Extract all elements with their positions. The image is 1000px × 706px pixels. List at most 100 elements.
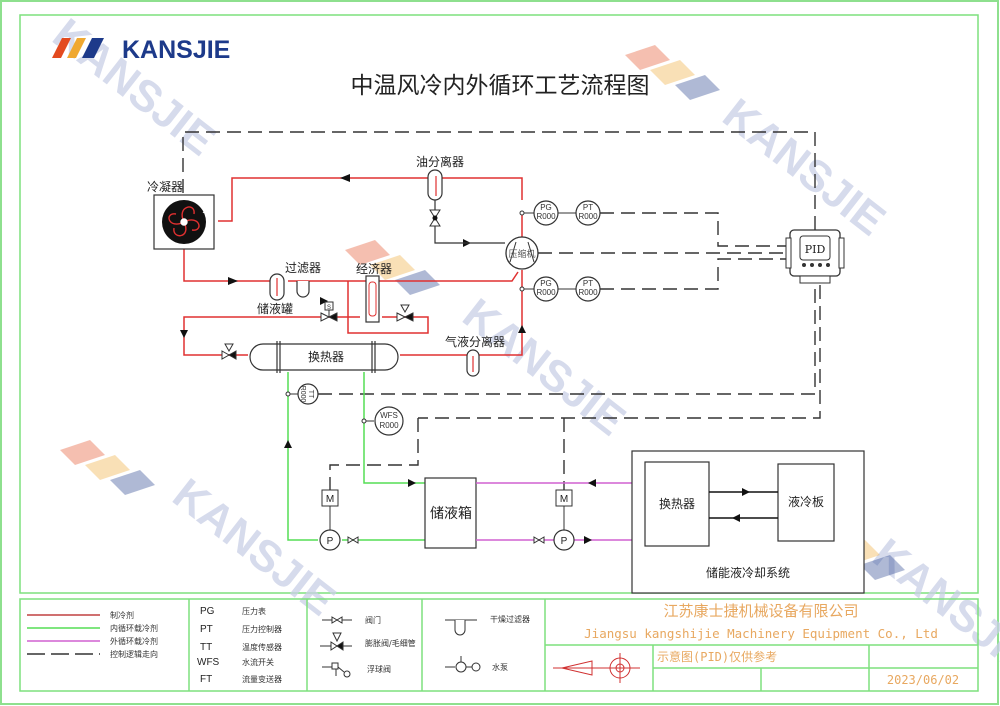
storage-system-title: 储能液冷却系统: [706, 565, 790, 580]
valve-icon[interactable]: [533, 536, 545, 544]
abbr-meaning: 流量变送器: [242, 674, 282, 684]
symbol-label: 阀门: [365, 615, 381, 625]
symbol-label: 干燥过滤器: [490, 614, 530, 624]
heat-exchanger-evaporator[interactable]: 换热器: [249, 341, 399, 373]
filter[interactable]: 过滤器: [285, 261, 321, 298]
condenser[interactable]: 冷凝器: [147, 179, 215, 250]
company-name-cn: 江苏康士捷机械设备有限公司: [663, 602, 858, 620]
abbr-meaning: 压力表: [242, 606, 266, 616]
pt-bottom-id: R000: [578, 288, 598, 297]
legend-abbreviations: PG 压力表 PT 压力控制器 TT 温度传感器 WFS 水流开关 FT 流量变…: [197, 606, 282, 685]
check-valve-icon: [429, 209, 441, 227]
symbol-label: 浮球阀: [367, 664, 391, 674]
inner-loop-supply: [363, 372, 425, 484]
title-block: 江苏康士捷机械设备有限公司 Jiangsu kangshijie Machine…: [553, 602, 959, 687]
abbr-code: PT: [200, 624, 213, 635]
system-heat-exchanger-label: 换热器: [659, 497, 695, 511]
legend-block: [19, 598, 979, 692]
symbol-label: 膨胀阀/毛细管: [365, 638, 416, 648]
control-lines: [182, 131, 821, 490]
refrigerant-line-liquid: [288, 271, 519, 282]
expansion-valve-economizer[interactable]: [396, 304, 414, 322]
logo-text: KANSJIE: [122, 36, 230, 64]
flow-arrow: [588, 479, 596, 487]
water-pump-icon: [445, 656, 481, 673]
pressure-transmitter-bottom[interactable]: PT R000: [575, 276, 601, 302]
storage-cooling-system[interactable]: 换热器 液冷板 储能液冷却系统: [631, 450, 865, 594]
pump-label: P: [561, 536, 568, 547]
watermark-text: KANSJIE: [164, 469, 344, 625]
wfs-id: R000: [379, 421, 399, 430]
logo-stripe-red: [52, 38, 71, 58]
legend-label-outer-loop: 外循环载冷剂: [110, 636, 158, 646]
storage-tank-label: 储液箱: [430, 506, 472, 522]
disclaimer-note: 示意图(PID)仅供参考: [657, 649, 777, 664]
pt-top-id: R000: [578, 212, 598, 221]
legend-label-control: 控制逻辑走向: [110, 649, 158, 659]
pid-label: PID: [805, 243, 826, 256]
gas-liquid-separator[interactable]: 气液分离器: [445, 334, 505, 377]
oil-separator-label: 油分离器: [416, 154, 464, 169]
control-line-pt-top: [600, 212, 790, 247]
valve-icon[interactable]: [347, 536, 359, 544]
solenoid-valve[interactable]: S: [320, 301, 338, 322]
abbr-code: FT: [200, 674, 212, 685]
pump-inner[interactable]: M P: [319, 489, 341, 551]
storage-tank[interactable]: 储液箱: [424, 477, 477, 549]
abbr-code: TT: [200, 642, 212, 653]
receiver-label: 储液罐: [257, 301, 293, 316]
expansion-valve-icon: [320, 632, 352, 651]
pg-top-id: R000: [536, 212, 556, 221]
abbr-meaning: 温度传感器: [242, 642, 282, 652]
pressure-transmitter-top[interactable]: PT R000: [575, 200, 601, 226]
pid-controller[interactable]: PID: [785, 229, 845, 284]
page-title: 中温风冷内外循环工艺流程图: [351, 73, 650, 99]
tt-id: R000: [299, 386, 306, 403]
control-line-wfs-pump1: [329, 418, 419, 490]
expansion-valve-hx[interactable]: [221, 343, 237, 360]
wfs-tag: WFS: [380, 411, 398, 420]
legend-label-refrigerant: 制冷剂: [110, 610, 134, 620]
motor-label: M: [560, 494, 568, 505]
pressure-gauge-bottom[interactable]: PG R000: [519, 276, 559, 302]
pg-bottom-tag: PG: [540, 279, 552, 288]
water-flow-switch[interactable]: WFS R000: [361, 406, 404, 436]
watermark-text: KANSJIE: [44, 9, 224, 165]
watermark-text: KANSJIE: [714, 89, 894, 245]
watermark-text: KANSJIE: [454, 289, 634, 445]
drawing-date: 2023/06/02: [887, 673, 959, 687]
pg-bottom-id: R000: [536, 288, 556, 297]
receiver-tank[interactable]: 储液罐: [257, 273, 293, 316]
compressor[interactable]: 压缩机: [505, 236, 539, 270]
cold-plate-label: 液冷板: [788, 494, 824, 509]
economizer[interactable]: 经济器: [356, 261, 392, 323]
dryer-filter-icon: [445, 619, 477, 636]
gas-liquid-separator-label: 气液分离器: [445, 334, 505, 349]
projection-symbol-icon: [553, 653, 640, 683]
abbr-code: PG: [200, 606, 215, 617]
fan-icon: [168, 206, 200, 237]
refrigerant-line-suction: [400, 270, 523, 356]
gate-valve-icon: [322, 616, 352, 624]
control-line-condenser-to-pid: [182, 131, 816, 230]
tt-tag: TT: [307, 390, 314, 399]
watermark-text: KANSJIE: [864, 529, 1000, 685]
pump-outer[interactable]: M P: [553, 489, 575, 551]
brand-logo: KANSJIE: [52, 36, 230, 64]
float-valve-icon: [322, 662, 351, 678]
logo-stripe-blue: [82, 38, 104, 58]
flow-arrow: [408, 479, 416, 487]
refrigerant-line-condenser-out: [183, 248, 270, 282]
company-name-en: Jiangsu kangshijie Machinery Equipment C…: [584, 626, 938, 641]
pt-bottom-tag: PT: [583, 279, 593, 288]
abbr-meaning: 压力控制器: [242, 624, 282, 634]
economizer-label: 经济器: [356, 261, 392, 276]
oil-separator[interactable]: 油分离器: [416, 154, 505, 244]
symbol-label: 水泵: [492, 662, 508, 672]
temperature-transmitter[interactable]: TT R000: [285, 383, 319, 405]
pg-top-tag: PG: [540, 203, 552, 212]
logo-stripe-orange: [67, 38, 86, 58]
control-line-pid-down: [418, 285, 821, 419]
drawing-frame: [19, 14, 979, 594]
pressure-gauge-top[interactable]: PG R000: [519, 200, 559, 226]
